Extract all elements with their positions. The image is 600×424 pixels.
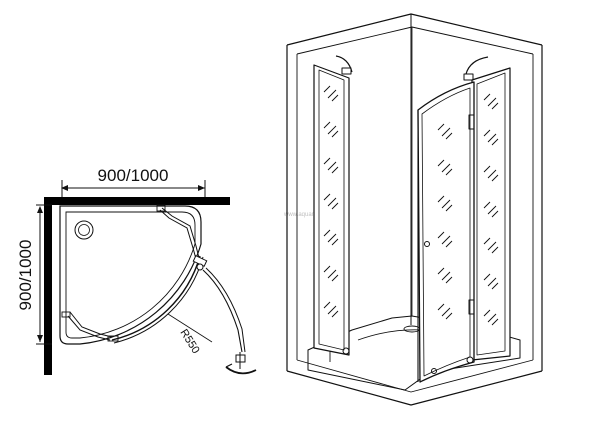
depth-label: 900/1000 [16,240,35,311]
top-wall [44,197,230,205]
perspective-view [286,13,543,406]
handle-icon [235,352,246,369]
hinge-icon [192,255,208,271]
tray-base [307,315,521,391]
plan-view: 900/1000 900/1000 [16,166,327,375]
door-knob-icon [424,241,430,247]
room-ceiling [286,13,543,46]
fixed-panel-left [69,311,113,338]
drain-icon [74,220,94,240]
width-label: 900/1000 [98,166,169,185]
floor-line [286,370,543,406]
fixed-panel-right [161,207,200,259]
left-wall [44,197,52,375]
curved-door [111,255,201,341]
curved-door-3d [417,81,475,383]
width-dimension: 900/1000 [61,166,206,197]
swing-arc [225,366,257,375]
radius-label: R550 [177,327,201,356]
tray-inner [65,211,196,339]
depth-dimension: 900/1000 [16,204,52,345]
door-open-position [202,269,243,353]
watermark: www.aquanet.ru [283,212,327,218]
tray-outer [59,205,202,345]
glass-hatching [323,85,499,326]
left-glass-panel [313,55,353,356]
